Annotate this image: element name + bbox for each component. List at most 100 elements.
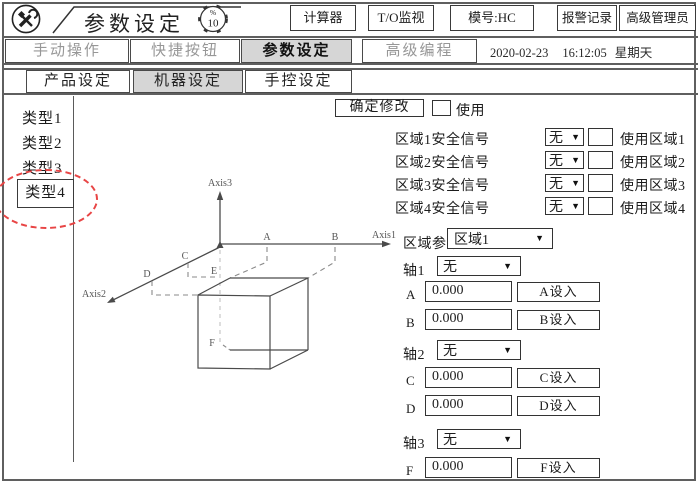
zone1-signal-dropdown[interactable]: 无▼	[545, 128, 584, 146]
page-title: 参数设定	[84, 12, 184, 36]
dropdown-arrow-icon: ▼	[571, 131, 580, 142]
d-value-input[interactable]: 0.000	[425, 395, 512, 416]
calculator-button[interactable]: 计算器	[290, 5, 356, 31]
weekday-text: 星期天	[614, 46, 653, 60]
axis3-section-label: 轴3	[403, 437, 425, 452]
dropdown-arrow-icon: ▼	[503, 344, 512, 355]
subtab-product-setting[interactable]: 产品设定	[26, 70, 130, 93]
use-zone4-checkbox[interactable]	[588, 197, 613, 215]
gauge-icon: % 10	[198, 4, 228, 34]
dropdown-value: 无	[549, 200, 563, 215]
outer-frame	[2, 2, 696, 481]
divider	[2, 63, 698, 65]
divider	[2, 93, 698, 95]
dropdown-value: 无	[549, 154, 563, 169]
zone3-signal-dropdown[interactable]: 无▼	[545, 174, 584, 192]
c-set-button[interactable]: C设入	[517, 368, 600, 388]
zone-param-dropdown[interactable]: 区域1 ▼	[447, 228, 553, 249]
zone4-signal-label: 区域4安全信号	[395, 202, 490, 217]
zone2-signal-label: 区域2安全信号	[395, 156, 490, 171]
zone4-signal-dropdown[interactable]: 无▼	[545, 197, 584, 215]
dropdown-arrow-icon: ▼	[503, 433, 512, 444]
title-banner	[52, 6, 241, 34]
axis3-dropdown[interactable]: 无▼	[437, 429, 521, 449]
subtab-machine-setting[interactable]: 机器设定	[133, 70, 243, 93]
sidebar-item-type2[interactable]: 类型2	[22, 136, 63, 152]
divider	[2, 36, 698, 38]
use-zone1-checkbox[interactable]	[588, 128, 613, 146]
point-d-label: D	[143, 269, 150, 280]
to-monitor-button[interactable]: T/O监视	[368, 5, 434, 31]
safety-zone-cube	[197, 277, 309, 370]
date-text: 2020-02-23	[490, 46, 549, 60]
axis2-label: Axis2	[82, 289, 106, 300]
dropdown-arrow-icon: ▼	[571, 200, 580, 211]
point-e-label: E	[211, 266, 217, 277]
axis1-label: Axis1	[372, 230, 396, 241]
dropdown-arrow-icon: ▼	[503, 260, 512, 271]
use-checkbox[interactable]	[432, 100, 451, 116]
dropdown-value: 无	[549, 131, 563, 146]
a-set-button[interactable]: A设入	[517, 282, 600, 302]
b-set-button[interactable]: B设入	[517, 310, 600, 330]
dropdown-value: 无	[549, 177, 563, 192]
subtab-manual-control-setting[interactable]: 手控设定	[245, 70, 352, 93]
f-value-input[interactable]: 0.000	[425, 457, 512, 478]
datetime: 2020-02-23 16:12:05 星期天	[490, 42, 652, 61]
axis-diagram: Axis3 Axis1 Axis2 A B C D E F	[82, 178, 396, 370]
use-zone3-label: 使用区域3	[620, 179, 686, 194]
dropdown-arrow-icon: ▼	[571, 154, 580, 165]
key-c-label: C	[406, 373, 416, 388]
point-f-label: F	[209, 338, 215, 349]
sidebar-divider	[73, 96, 74, 462]
use-zone3-checkbox[interactable]	[588, 174, 613, 192]
sidebar-item-type1[interactable]: 类型1	[22, 111, 63, 127]
a-value-input[interactable]: 0.000	[425, 281, 512, 302]
svg-text:10: 10	[208, 18, 220, 30]
admin-level-button[interactable]: 高级管理员	[619, 5, 696, 31]
key-a-label: A	[406, 287, 416, 302]
tools-icon	[11, 4, 41, 34]
selection-highlight-ellipse	[0, 169, 98, 229]
mold-number-button[interactable]: 模号:HC	[450, 5, 534, 31]
zone2-signal-dropdown[interactable]: 无▼	[545, 151, 584, 169]
axis2-dropdown[interactable]: 无▼	[437, 340, 521, 360]
f-set-button[interactable]: F设入	[517, 458, 600, 478]
zone-param-label: 区域参数	[403, 237, 461, 252]
tab-advanced-programming[interactable]: 高级编程	[362, 39, 477, 63]
use-zone2-label: 使用区域2	[620, 156, 686, 171]
zone3-signal-label: 区域3安全信号	[395, 179, 490, 194]
dropdown-arrow-icon: ▼	[535, 233, 544, 243]
key-d-label: D	[406, 401, 416, 416]
tab-parameter-setting[interactable]: 参数设定	[241, 39, 352, 63]
point-a-label: A	[263, 232, 271, 243]
point-b-label: B	[332, 232, 339, 243]
point-c-label: C	[182, 251, 189, 262]
c-value-input[interactable]: 0.000	[425, 367, 512, 388]
svg-text:%: %	[210, 8, 216, 17]
zone1-signal-label: 区域1安全信号	[395, 133, 490, 148]
dropdown-value: 无	[443, 260, 457, 275]
dropdown-value: 无	[443, 433, 457, 448]
alarm-record-button[interactable]: 报警记录	[557, 5, 617, 31]
use-zone4-label: 使用区域4	[620, 202, 686, 217]
divider	[2, 68, 698, 70]
axis2-section-label: 轴2	[403, 348, 425, 363]
axis3-label: Axis3	[208, 178, 232, 189]
tab-shortcut-buttons[interactable]: 快捷按钮	[130, 39, 240, 63]
dropdown-value: 无	[443, 344, 457, 359]
use-zone1-label: 使用区域1	[620, 133, 686, 148]
key-b-label: B	[406, 315, 416, 330]
use-zone2-checkbox[interactable]	[588, 151, 613, 169]
key-f-label: F	[406, 463, 414, 478]
dropdown-arrow-icon: ▼	[571, 177, 580, 188]
d-set-button[interactable]: D设入	[517, 396, 600, 416]
tab-manual-operation[interactable]: 手动操作	[5, 39, 129, 63]
b-value-input[interactable]: 0.000	[425, 309, 512, 330]
use-label: 使用	[456, 104, 485, 119]
time-text: 16:12:05	[562, 46, 607, 60]
axis1-dropdown[interactable]: 无▼	[437, 256, 521, 276]
confirm-modify-button[interactable]: 确定修改	[335, 99, 424, 117]
dropdown-value: 区域1	[454, 232, 489, 248]
